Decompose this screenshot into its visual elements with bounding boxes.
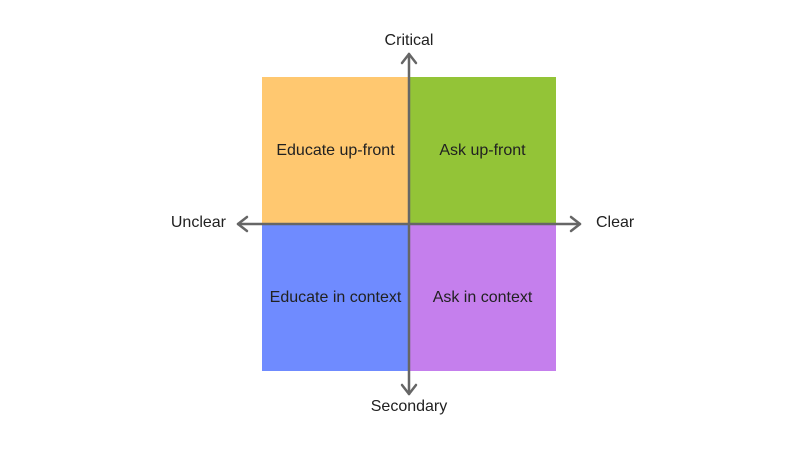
quadrant-top-left: Educate up-front <box>262 77 409 224</box>
quadrant-top-right-label: Ask up-front <box>439 141 526 159</box>
arrow-left-icon <box>236 215 249 233</box>
axis-label-right: Clear <box>596 214 635 231</box>
quadrant-bottom-left: Educate in context <box>262 224 409 371</box>
quadrant-top-left-label: Educate up-front <box>276 141 395 159</box>
arrow-up-icon <box>400 52 418 65</box>
quadrant-bottom-right: Ask in context <box>409 224 556 371</box>
arrow-down-icon <box>400 383 418 396</box>
axis-label-top: Critical <box>384 32 434 49</box>
quadrant-top-right: Ask up-front <box>409 77 556 224</box>
arrow-right-icon <box>569 215 582 233</box>
quadrant-bottom-left-label: Educate in context <box>269 288 402 306</box>
axis-label-bottom: Secondary <box>370 398 448 415</box>
axis-label-left: Unclear <box>170 214 226 231</box>
quadrant-bottom-right-label: Ask in context <box>432 288 533 306</box>
